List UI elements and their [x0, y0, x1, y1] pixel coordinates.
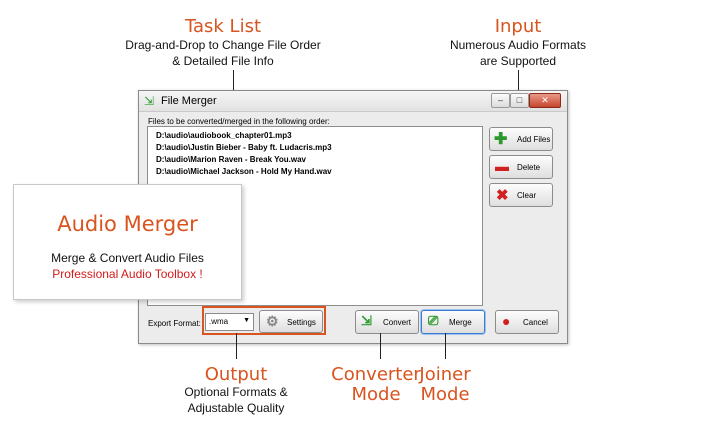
merge-label: Merge [449, 318, 472, 327]
gear-icon: ⚙ [266, 313, 279, 329]
settings-label: Settings [287, 318, 316, 327]
converter-mode-line1: Converter [331, 364, 421, 385]
output-heading: Output [204, 364, 268, 385]
promo-line1: Merge & Convert Audio Files [51, 251, 204, 265]
export-format-select[interactable]: .wma ▼ [205, 313, 254, 331]
task-list-desc-line2: & Detailed File Info [172, 54, 274, 68]
stop-icon: ● [502, 313, 511, 329]
plus-icon: ✚ [494, 131, 508, 148]
promo-title: Audio Merger [57, 212, 198, 236]
merge-button[interactable]: ⎚ Merge [421, 310, 485, 334]
convert-label: Convert [383, 318, 412, 327]
convert-button[interactable]: ⇲ Convert [355, 310, 419, 334]
promo-line2: Professional Audio Toolbox ! [52, 267, 203, 281]
chevron-down-icon: ▼ [243, 317, 250, 324]
output-highlight-frame [202, 306, 326, 335]
delete-button[interactable]: ▬ Delete [489, 155, 553, 179]
clear-button[interactable]: ✖ Clear [489, 183, 553, 207]
maximize-button[interactable]: □ [510, 93, 529, 108]
minus-icon: ▬ [495, 158, 509, 174]
cancel-label: Cancel [523, 318, 548, 327]
audio-merger-promo: Audio Merger Merge & Convert Audio Files… [13, 184, 242, 300]
convert-arrows-icon: ⇲ [361, 313, 372, 328]
merge-icon: ⎚ [428, 313, 439, 328]
clear-x-icon: ✖ [496, 187, 509, 204]
close-button[interactable]: ✕ [529, 93, 561, 108]
output-desc-line2: Adjustable Quality [187, 401, 285, 415]
joiner-mode-line2: Mode [420, 384, 470, 405]
delete-label: Delete [517, 163, 541, 172]
settings-button[interactable]: ⚙ Settings [259, 310, 323, 333]
cancel-button[interactable]: ● Cancel [495, 310, 559, 334]
input-desc-line1: Numerous Audio Formats [449, 38, 587, 52]
list-item[interactable]: D:\audio\Marion Raven - Break You.wav [156, 155, 306, 164]
clear-label: Clear [517, 191, 537, 200]
joiner-mode-line1: Joiner [419, 364, 471, 385]
output-desc-line1: Optional Formats & [184, 385, 288, 399]
file-list-label: Files to be converted/merged in the foll… [148, 117, 330, 126]
title-bar[interactable]: ⇲ File Merger – □ ✕ [139, 91, 567, 112]
list-item[interactable]: D:\audio\audiobook_chapter01.mp3 [156, 131, 292, 140]
add-files-label: Add Files [517, 135, 551, 144]
list-item[interactable]: D:\audio\Justin Bieber - Baby ft. Ludacr… [156, 143, 332, 152]
output-leader-line [236, 333, 237, 359]
window-title: File Merger [161, 95, 217, 107]
task-list-desc-line1: Drag-and-Drop to Change File Order [125, 38, 321, 52]
input-desc-line2: are Supported [479, 54, 557, 68]
add-files-button[interactable]: ✚ Add Files [489, 127, 553, 151]
export-format-value: .wma [209, 317, 229, 326]
input-heading: Input [494, 16, 542, 37]
export-format-label: Export Format: [148, 319, 201, 328]
merge-arrows-icon: ⇲ [144, 94, 155, 108]
minimize-button[interactable]: – [491, 93, 510, 108]
task-list-heading: Task List [184, 16, 262, 37]
converter-mode-line2: Mode [351, 384, 401, 405]
converter-leader-line [380, 333, 381, 359]
joiner-leader-line [445, 333, 446, 359]
list-item[interactable]: D:\audio\Michael Jackson - Hold My Hand.… [156, 167, 332, 176]
